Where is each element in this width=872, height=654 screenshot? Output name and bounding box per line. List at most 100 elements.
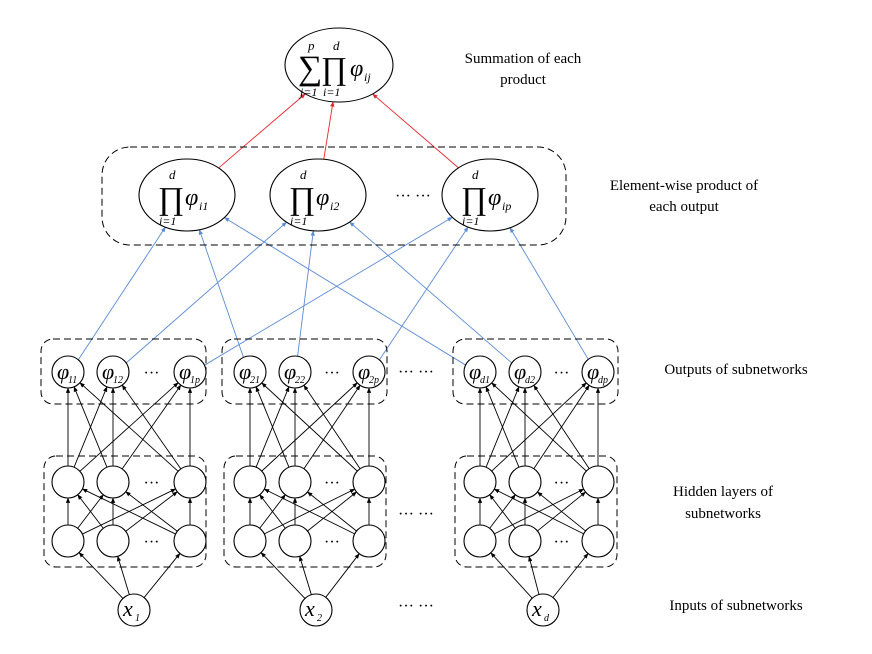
hidden-node-3-1-1	[463, 465, 497, 499]
outputs-between-ellipsis: ··· ···	[398, 364, 434, 381]
output-node-2-3: φ2p	[352, 355, 386, 389]
hidden-node-1-2-2	[96, 524, 130, 558]
hidden-to-hidden-edge	[125, 491, 178, 532]
elementwise-label-line2: each output	[649, 199, 719, 215]
phi-term: φ	[350, 56, 363, 82]
inner-ellipsis: ···	[144, 475, 160, 492]
phi-symbol: φ	[284, 359, 296, 384]
phi-subscript: d1	[480, 375, 490, 386]
hidden-to-hidden-edge	[81, 488, 176, 535]
phi-subscript: 1p	[190, 375, 200, 386]
hidden-to-hidden-edge	[259, 494, 286, 529]
elementwise-label-line1: Element-wise product of	[610, 178, 758, 194]
phi-subscript: 11	[68, 375, 77, 386]
inner-ellipsis: ···	[554, 534, 570, 551]
output-to-product-edge	[125, 221, 287, 364]
input-to-hidden-edge	[260, 552, 306, 599]
prod-upper-limit: d	[333, 38, 340, 53]
prod-symbol: ∏	[158, 180, 184, 216]
hidden-label-line2: subnetworks	[685, 506, 761, 522]
product-to-sum-edge	[372, 93, 459, 169]
product-to-sum-edge	[323, 101, 335, 160]
summation-label-line2: product	[500, 72, 547, 88]
phi-subscript: ip	[502, 199, 511, 213]
x-symbol: x	[304, 596, 315, 621]
phi-subscript: ij	[364, 70, 371, 84]
product-layer-box	[101, 146, 567, 246]
phi-subscript: 21	[250, 375, 260, 386]
output-to-product-edge	[204, 216, 453, 366]
phi-symbol: φ	[179, 359, 191, 384]
hidden-node-3-1-2	[508, 465, 542, 499]
phi-subscript: 2p	[369, 375, 379, 386]
inner-ellipsis: ···	[144, 534, 160, 551]
output-node-2-2: φ22	[278, 355, 312, 389]
hidden-to-output-edge	[485, 386, 520, 468]
prod-symbol: ∏	[461, 180, 487, 216]
hidden-node-1-2-3	[173, 524, 207, 558]
phi-symbol: φ	[514, 359, 526, 384]
hidden-node-2-2-1	[233, 524, 267, 558]
input-to-hidden-edge	[143, 553, 181, 598]
x-symbol: x	[122, 596, 133, 621]
output-node-2-1: φ21	[233, 355, 267, 389]
input-to-hidden-edge	[117, 555, 130, 595]
hidden-label-line1: Hidden layers of	[673, 484, 773, 500]
phi-symbol: φ	[469, 359, 481, 384]
sum-lower-limit: j=1	[298, 85, 317, 99]
x-subscript: 1	[135, 613, 140, 624]
input-to-hidden-edge	[528, 555, 540, 595]
x-subscript: d	[544, 613, 550, 624]
red-edges	[218, 93, 459, 169]
output-node-1-1: φ11	[51, 355, 85, 389]
hidden-box-1	[43, 455, 207, 568]
hidden-to-output-edge	[79, 382, 179, 472]
hidden-node-3-2-3	[581, 524, 615, 558]
inner-ellipsis: ···	[554, 475, 570, 492]
sum-symbol: ∑	[298, 50, 322, 87]
prod-lower-limit: i=1	[323, 85, 340, 99]
prod-symbol: ∏	[321, 50, 347, 86]
input-to-hidden-edge	[490, 552, 533, 599]
output-to-product-edge	[349, 221, 513, 364]
prod-symbol: ∏	[289, 180, 315, 216]
output-node-1-3: φ1p	[173, 355, 207, 389]
phi-term: φ	[488, 185, 501, 211]
input-to-hidden-edge	[78, 552, 124, 599]
hidden-to-hidden-edge	[493, 488, 584, 535]
output-to-product-edge	[198, 229, 244, 358]
hidden-node-1-2-1	[51, 524, 85, 558]
outputs-box-2	[221, 338, 388, 405]
hidden-to-output-edge	[121, 384, 182, 470]
phi-symbol: φ	[587, 359, 599, 384]
hidden-node-2-2-2	[278, 524, 312, 558]
output-node-3-1: φd1	[463, 355, 497, 389]
hidden-box-3	[454, 455, 618, 568]
inner-ellipsis: ···	[554, 365, 570, 382]
hidden-to-hidden-edge	[537, 491, 586, 532]
input-to-hidden-edge	[325, 553, 360, 598]
phi-symbol: φ	[239, 359, 251, 384]
output-to-product-edge	[379, 226, 469, 361]
phi-term: φ	[185, 185, 198, 211]
hidden-to-hidden-edge	[307, 491, 357, 532]
phi-subscript: i2	[330, 199, 339, 213]
phi-subscript: 12	[113, 375, 123, 386]
hidden-node-2-2-3	[352, 524, 386, 558]
prod-lower-limit: i=1	[159, 214, 176, 228]
inputs-between-ellipsis: ··· ···	[398, 598, 434, 615]
output-to-product-edge	[223, 217, 466, 366]
hidden-node-2-1-3	[352, 465, 386, 499]
summation-label-line1: Summation of each	[465, 51, 582, 67]
hidden-to-output-edge	[533, 384, 590, 469]
phi-subscript: 22	[295, 375, 305, 386]
hidden-to-output-edge	[303, 384, 361, 469]
